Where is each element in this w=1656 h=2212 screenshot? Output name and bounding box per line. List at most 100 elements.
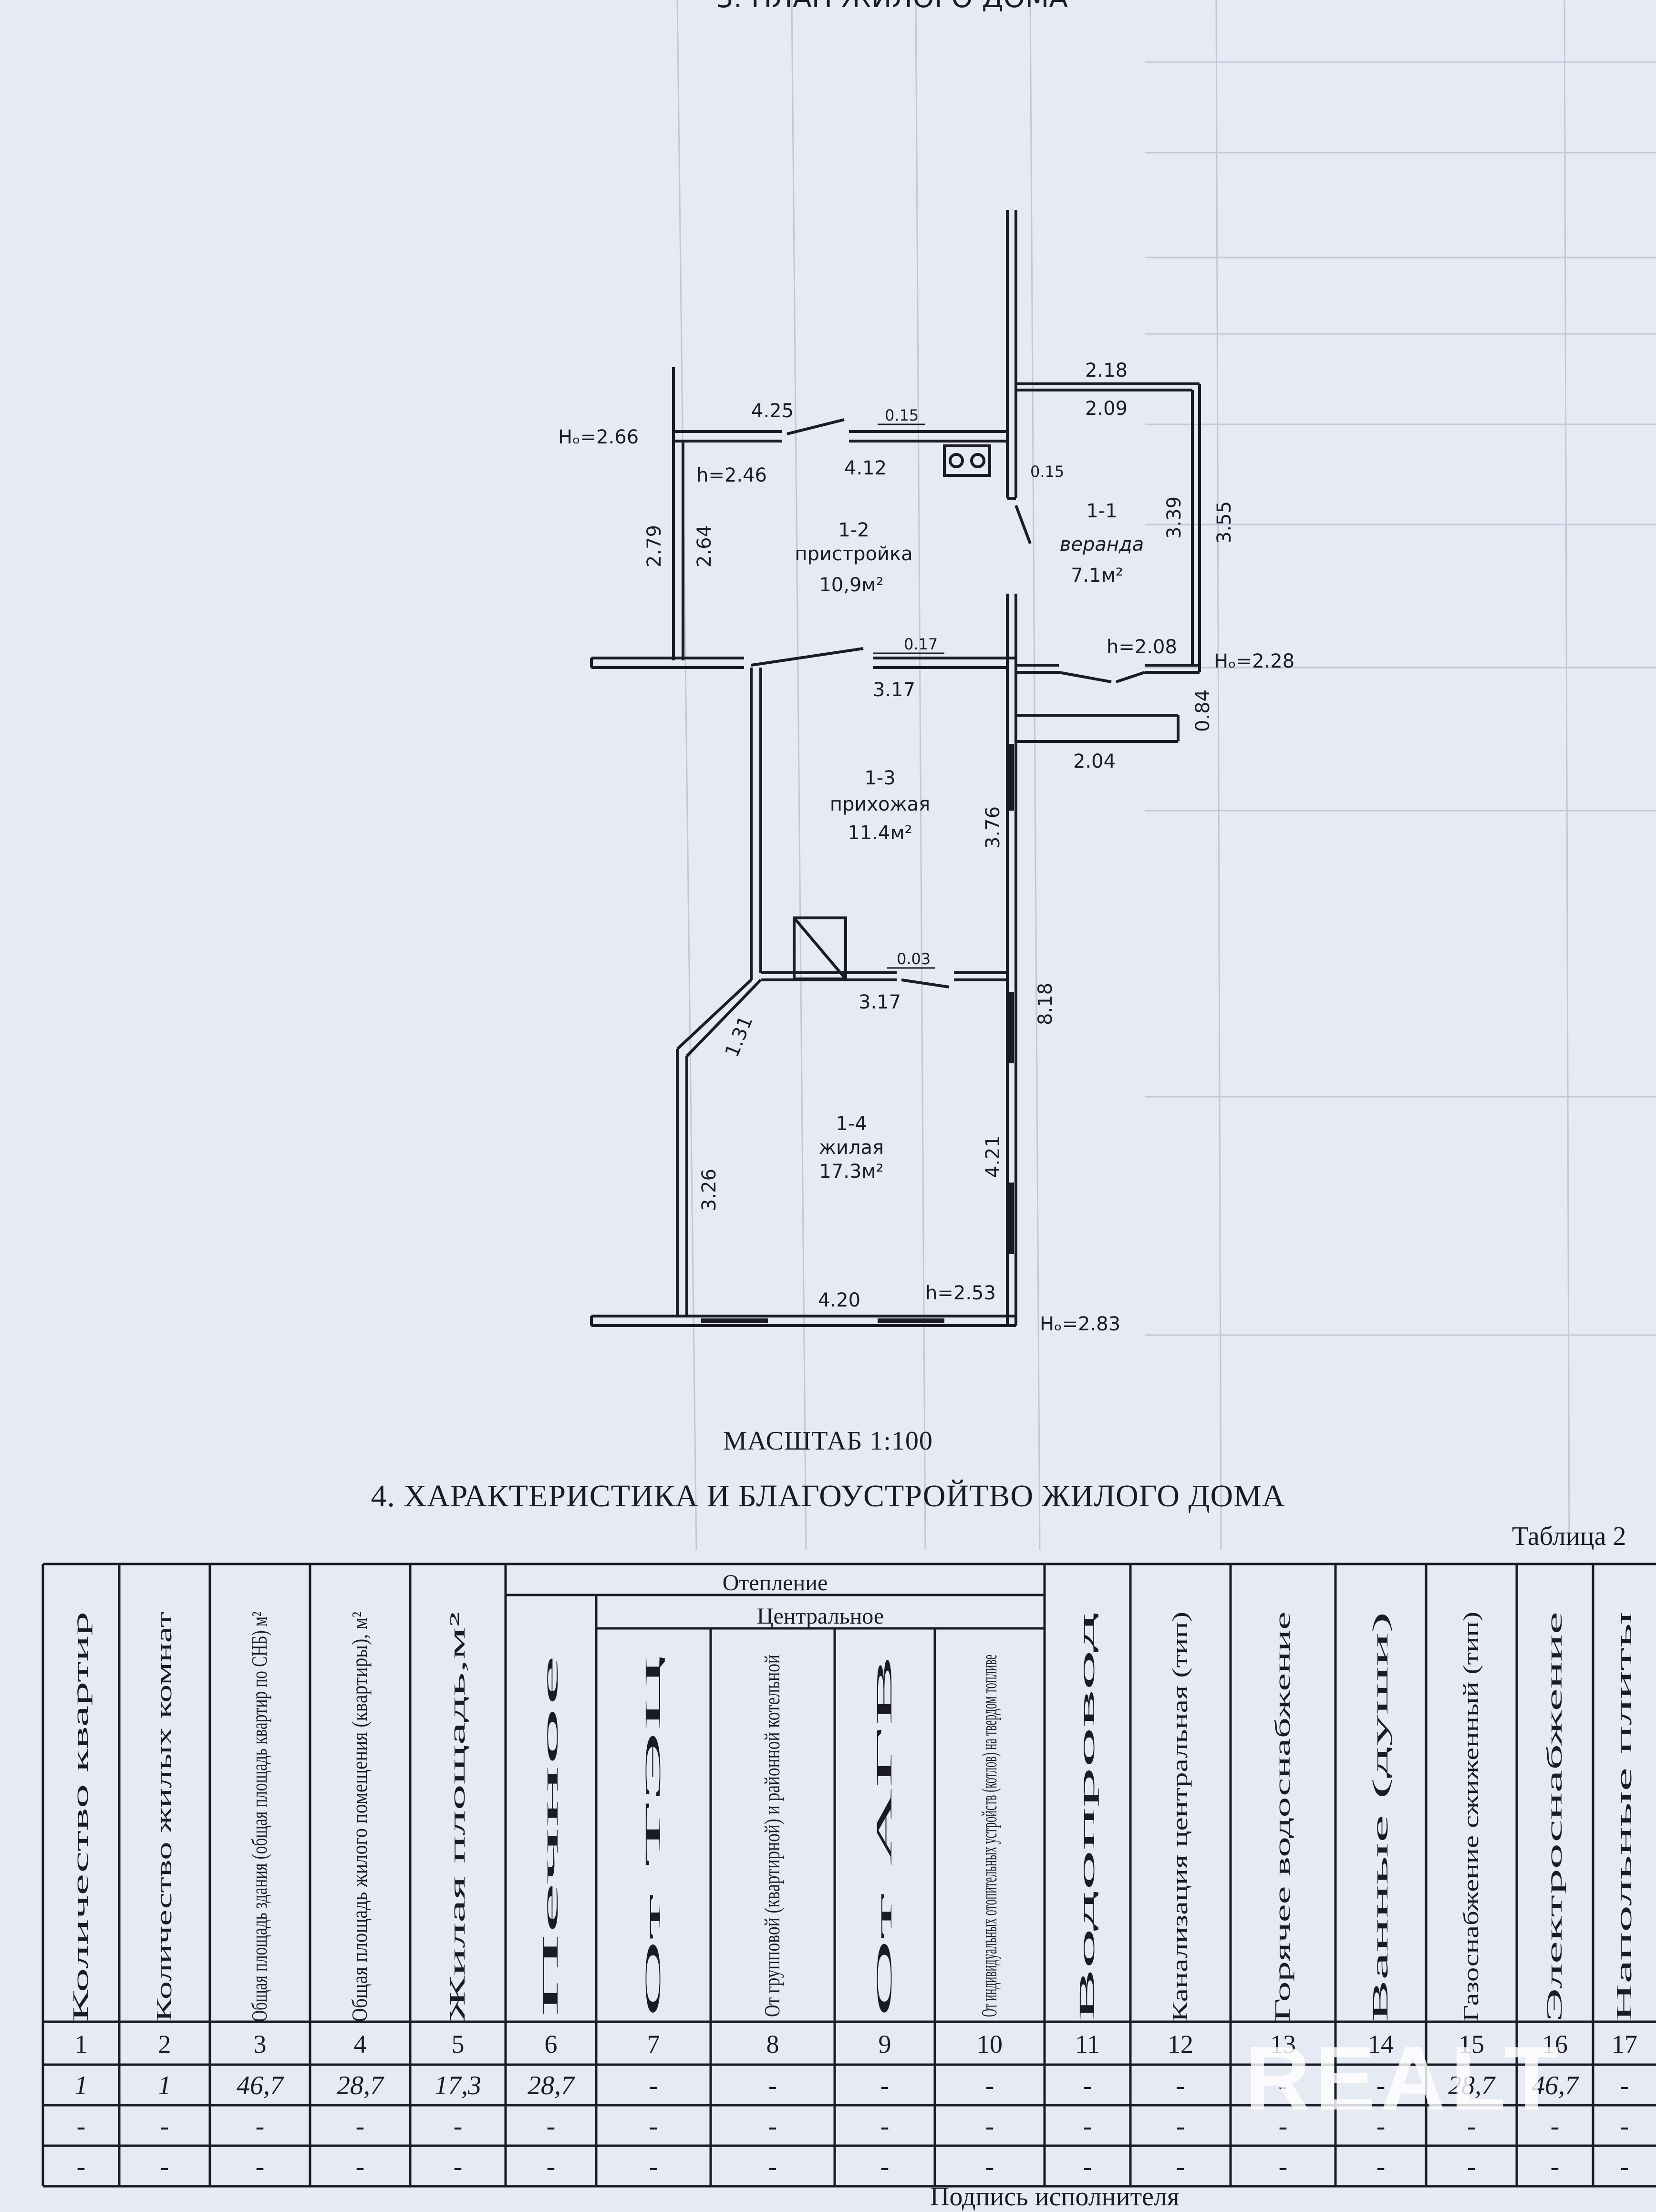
dim-h246: h=2.46 — [696, 464, 767, 486]
table-cell-r3-c12: - — [1176, 2152, 1185, 2181]
table-cell-r3-c4: - — [356, 2152, 365, 2181]
scale-label: МАСШТАБ 1:100 — [723, 1426, 933, 1456]
table-cell-r1-c8: - — [768, 2071, 777, 2100]
dim-h208: h=2.08 — [1107, 636, 1177, 658]
column-header-3: Общая площадь здания (общая площадь квар… — [247, 1612, 271, 2022]
column-header-7: От ТЭЦ — [641, 1655, 665, 2017]
dim-017: 0.17 — [904, 635, 938, 653]
table-cell-r2-c6: - — [547, 2111, 556, 2141]
table-cell-r1-c14: - — [1377, 2071, 1386, 2100]
dim-218: 2.18 — [1085, 360, 1128, 381]
table-cell-r1-c3: 46,7 — [237, 2071, 284, 2100]
dim-h253: h=2.53 — [925, 1282, 996, 1304]
column-number-6: 6 — [545, 2030, 558, 2058]
document-header: 3. ПЛАН ЖИЛОГО ДОМА — [716, 0, 1068, 14]
dim-412: 4.12 — [844, 457, 887, 479]
column-header-11: Водопровод — [1075, 1612, 1099, 2022]
dim-131: 1.31 — [721, 1013, 757, 1060]
dimension-labels: 4.25 0.15 4.12 0.15 h=2.46 Hₒ=2.66 2.79 … — [558, 360, 1294, 1335]
group-central-label: Центральное — [757, 1604, 884, 1629]
plan-walls — [590, 210, 1201, 1327]
table-cell-r1-c16: 46,7 — [1532, 2071, 1579, 2100]
table-cell-r3-c16: - — [1551, 2152, 1560, 2181]
column-number-12: 12 — [1168, 2030, 1193, 2058]
table-cell-r3-c10: - — [985, 2152, 994, 2181]
room-1-4-number: 1-4 — [836, 1113, 867, 1135]
column-header-2: Количество жилых комнат — [152, 1612, 176, 2022]
house-plan: 3. ПЛАН ЖИЛОГО ДОМА — [558, 0, 1294, 1335]
table-cell-r2-c11: - — [1083, 2111, 1092, 2141]
table-cell-r1-c10: - — [985, 2071, 994, 2100]
room-1-3-area: 11.4м² — [848, 822, 912, 844]
table-cell-r2-c14: - — [1377, 2111, 1386, 2141]
dim-420: 4.20 — [818, 1289, 860, 1311]
section-title: 4. ХАРАКТЕРИСТИКА И БЛАГОУСТРОЙТВО ЖИЛОГ… — [371, 1479, 1285, 1513]
table-cell-r2-c4: - — [356, 2111, 365, 2141]
table-cell-r2-c7: - — [649, 2111, 658, 2141]
column-header-6: Печное — [538, 1655, 562, 2017]
table-cell-r2-c16: - — [1551, 2111, 1560, 2141]
dim-264: 2.64 — [693, 525, 715, 567]
table-cell-r1-c11: - — [1083, 2071, 1092, 2100]
table-cell-r3-c6: - — [547, 2152, 556, 2181]
table-cell-r3-c15: - — [1467, 2152, 1476, 2181]
dim-421: 4.21 — [982, 1135, 1004, 1178]
dim-355: 3.55 — [1213, 501, 1235, 544]
dim-003: 0.03 — [897, 950, 931, 968]
table-cell-r2-c8: - — [768, 2111, 777, 2141]
dim-015-top: 0.15 — [885, 406, 919, 424]
room-1-4-area: 17.3м² — [819, 1161, 883, 1183]
realt-watermark: REALT — [1245, 2028, 1564, 2129]
table-cell-r3-c5: - — [454, 2152, 463, 2181]
table-cell-r1-c13: - — [1279, 2071, 1288, 2100]
dim-ho283: Hₒ=2.83 — [1040, 1313, 1120, 1335]
column-number-14: 14 — [1368, 2030, 1394, 2058]
table-cell-r2-c1: - — [77, 2111, 86, 2141]
column-number-7: 7 — [647, 2030, 660, 2058]
room-1-3-name: прихожая — [830, 793, 930, 815]
table-cell-r3-c14: - — [1377, 2152, 1386, 2181]
column-number-8: 8 — [766, 2030, 779, 2058]
table-cell-r1-c9: - — [880, 2071, 890, 2100]
table-cell-r1-c12: - — [1176, 2071, 1185, 2100]
column-header-1: Количество квартир — [68, 1612, 93, 2022]
dim-015-right: 0.15 — [1030, 463, 1064, 481]
table-cell-r1-c2: 1 — [158, 2071, 171, 2100]
column-header-8: От групповой (квартирной) и районной кот… — [760, 1655, 784, 2017]
table-cell-r2-c5: - — [454, 2111, 463, 2141]
dim-376: 3.76 — [982, 806, 1004, 849]
table-cell-r3-c13: - — [1279, 2152, 1288, 2181]
table-cell-r1-c17: - — [1620, 2071, 1629, 2100]
table-cell-r2-c13: - — [1279, 2111, 1288, 2141]
table-cell-r1-c4: 28,7 — [337, 2071, 384, 2100]
dim-326: 3.26 — [698, 1169, 720, 1211]
column-number-11: 11 — [1075, 2030, 1100, 2058]
dim-084: 0.84 — [1192, 689, 1214, 732]
table-cell-r2-c15: - — [1467, 2111, 1476, 2141]
table-cell-r2-c12: - — [1176, 2111, 1185, 2141]
column-number-16: 16 — [1542, 2030, 1568, 2058]
table-cell-r3-c8: - — [768, 2152, 777, 2181]
dim-ho266: Hₒ=2.66 — [558, 426, 639, 448]
room-1-3-number: 1-3 — [864, 767, 895, 789]
table-cell-r1-c1: 1 — [74, 2071, 88, 2100]
column-header-17: Напольные плиты — [1612, 1612, 1636, 2022]
table-cell-r2-c10: - — [985, 2111, 994, 2141]
table-cell-r1-c6: 28,7 — [528, 2071, 575, 2100]
column-number-2: 2 — [158, 2030, 171, 2058]
dim-ext-425: 4.25 — [751, 400, 794, 422]
table-cell-r2-c2: - — [160, 2111, 169, 2141]
column-header-5: Жилая площадь,м² — [445, 1612, 469, 2022]
column-number-5: 5 — [452, 2030, 465, 2058]
room-1-4-name: жилая — [819, 1137, 884, 1159]
column-header-15: Газоснабжение сжиженный (тип) — [1459, 1612, 1483, 2022]
table-cell-r3-c11: - — [1083, 2152, 1092, 2181]
dim-339: 3.39 — [1163, 496, 1185, 539]
dim-ho228: Hₒ=2.28 — [1214, 650, 1294, 672]
column-header-14: Ванные (души) — [1368, 1612, 1392, 2022]
dim-209: 2.09 — [1085, 398, 1128, 420]
column-header-16: Электроснабжение — [1542, 1612, 1566, 2022]
table-cell-r3-c2: - — [160, 2152, 169, 2181]
column-header-4: Общая площадь жилого помещения (квартиры… — [347, 1612, 372, 2022]
